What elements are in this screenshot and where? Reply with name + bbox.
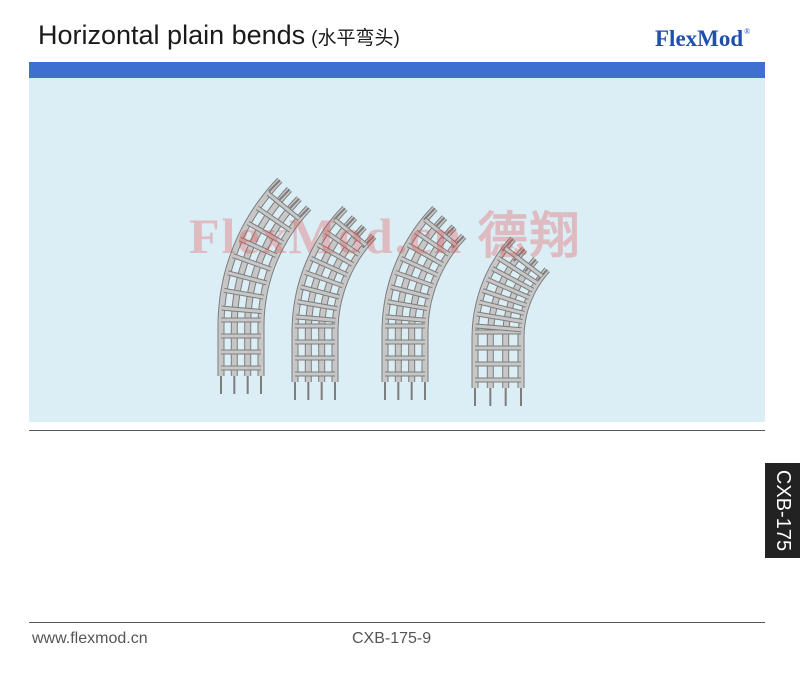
page-title: Horizontal plain bends(水平弯头) [38,20,400,51]
bend-rung [400,256,438,277]
bend-rung [310,256,348,277]
bend-rung [476,312,523,323]
bend-rung [267,192,301,220]
logo-text: FlexMod [655,26,744,51]
header-accent-bar [29,62,765,78]
bend-rung [232,254,272,271]
bend-rail [305,215,357,382]
bend-connector-pin [277,188,291,202]
bend-rail [395,215,447,382]
registered-mark: ® [744,27,751,36]
bend-tray [291,205,377,400]
bend-rung [407,243,444,266]
bend-rung [223,288,264,299]
bend-rung [504,247,543,278]
bend-rung [394,271,434,288]
bend-connector-pin [423,207,436,221]
bend-rung [317,243,354,266]
bend-tray [217,177,312,394]
bend-rung [304,271,344,288]
bend-rail [292,206,347,382]
bend-rail [231,187,292,376]
bend-rung [479,300,525,315]
bend-tray [471,236,550,406]
bend-rung [475,324,522,332]
bend-rung [497,256,538,285]
bend-rung [414,230,450,256]
bend-rail [245,196,301,376]
bend-connector-pin [268,179,281,193]
bend-rung [239,237,277,258]
title-english: Horizontal plain bends [38,20,306,50]
footer-website: www.flexmod.cn [32,630,148,647]
side-tab-label: CXB-175 [772,469,794,552]
bend-tray [381,205,467,400]
watermark: FlexMod.cn 德翔 [189,208,582,264]
bend-rung [227,271,267,285]
section-divider [29,430,765,431]
bend-rung [482,289,527,307]
bend-rail [382,206,437,382]
bend-rung [247,221,284,245]
bend-rung [486,278,530,299]
bend-rung [297,300,338,311]
bend-rail [218,178,282,376]
bend-rung [256,206,292,232]
bend-rung [491,267,534,292]
bend-rung [390,285,430,299]
footer-divider [29,622,765,623]
bend-rail [258,206,311,376]
bend-rung [423,218,457,247]
bend-rung [295,315,336,322]
bend-rung [385,315,426,322]
title-chinese: (水平弯头) [311,28,400,49]
bend-rung [221,306,262,314]
bend-connector-pin [333,207,346,221]
bend-rung [387,300,428,311]
footer-page-code: CXB-175-9 [352,630,432,647]
product-image-panel: FlexMod.cn 德翔 [29,78,765,422]
bends-illustration [217,177,550,406]
bend-connector-pin [501,238,514,252]
brand-logo: FlexMod® [655,26,750,52]
side-tab: CXB-175 [765,463,800,558]
bend-rung [333,218,367,247]
bend-rung [324,230,360,256]
bend-rung [300,285,340,299]
